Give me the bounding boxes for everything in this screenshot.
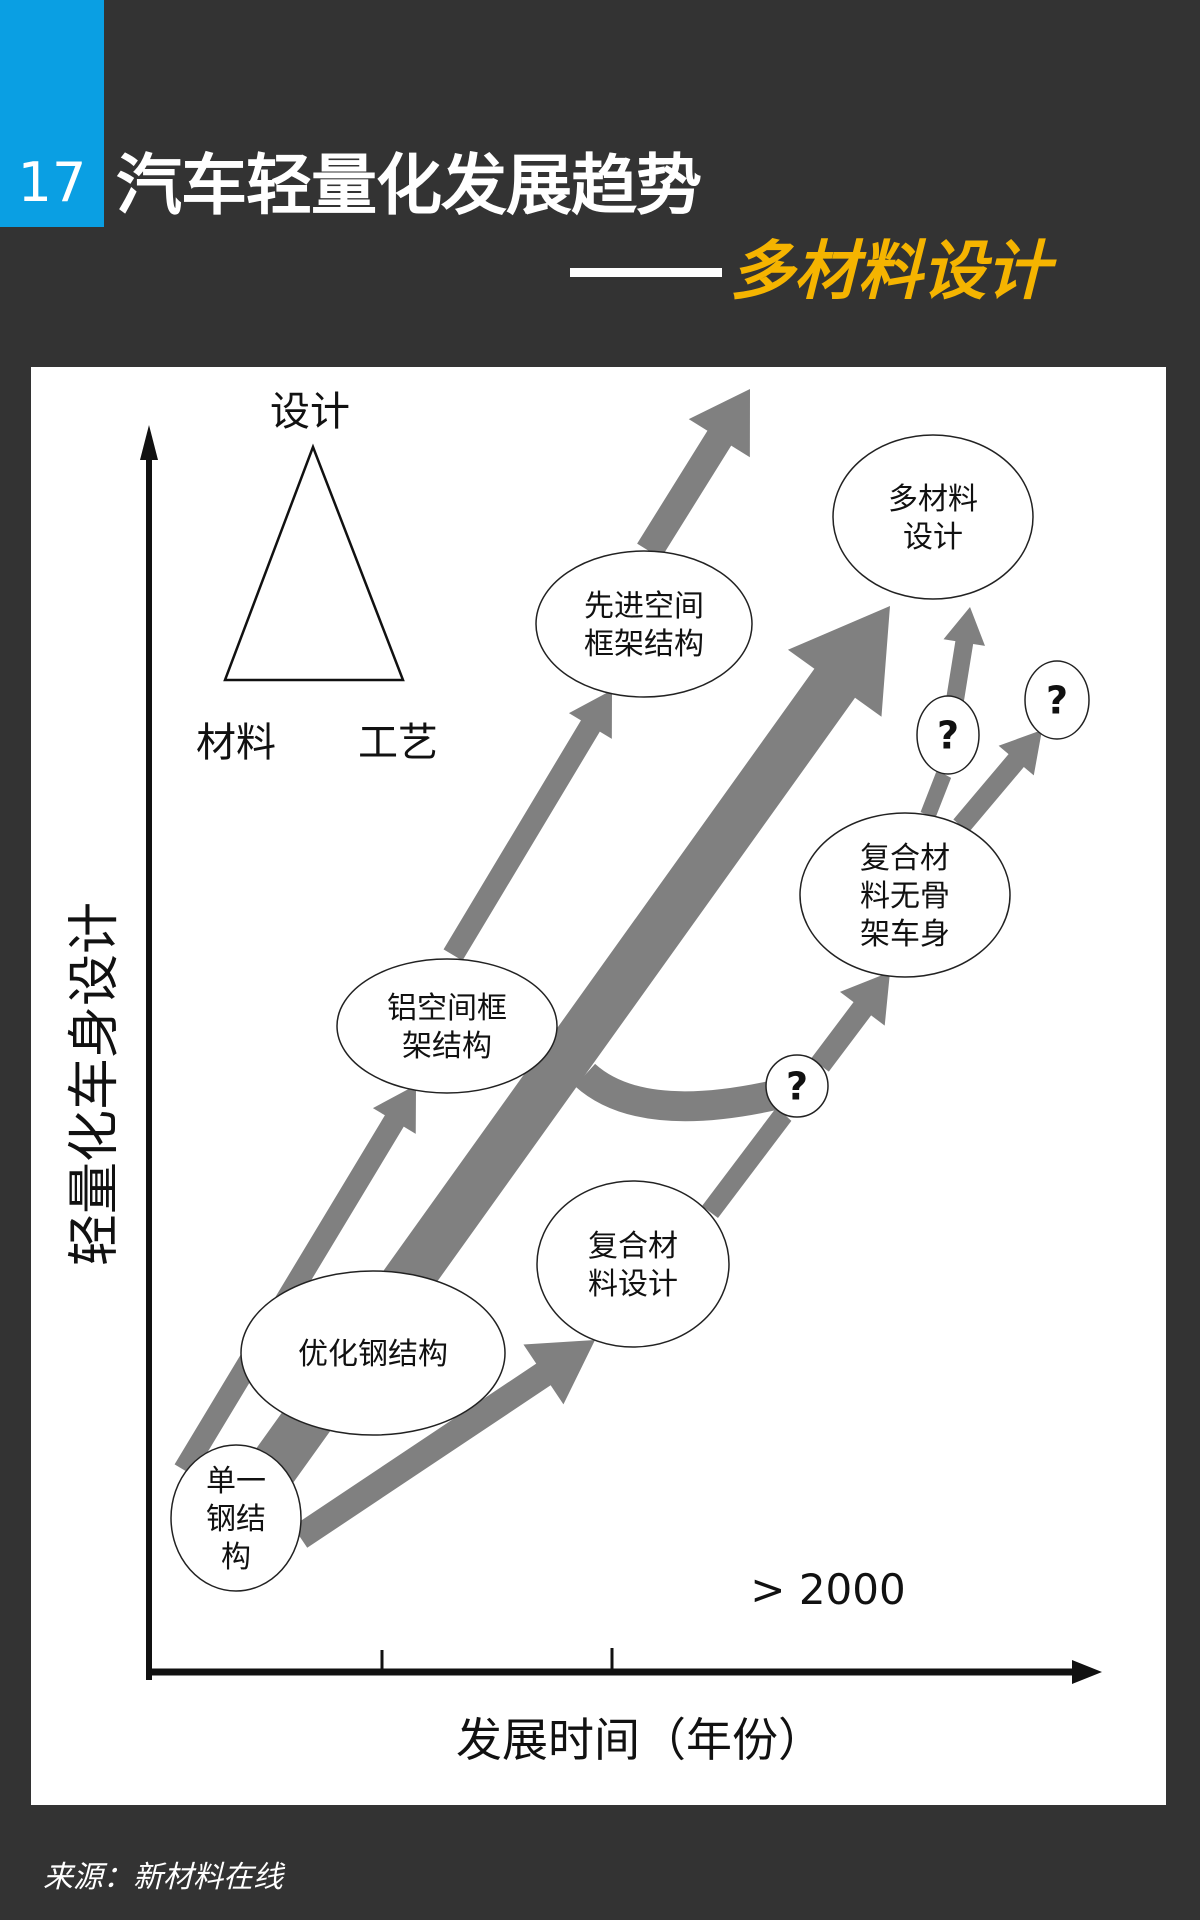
node-ellipse	[1024, 660, 1090, 740]
node-unknown-1: ?	[765, 1054, 829, 1118]
node-label: 铝空间框	[387, 991, 507, 1026]
triangle-label-process: 工艺	[358, 720, 438, 766]
x-axis-arrowhead	[1072, 1660, 1102, 1684]
source-note: 来源：新材料在线	[43, 1860, 283, 1895]
x-axis-label: 发展时间（年份）	[456, 1713, 824, 1767]
section-number-badge: 17	[0, 0, 104, 227]
node-label: 构	[221, 1540, 251, 1575]
node-unknown-3: ?	[1024, 660, 1090, 740]
year-annotation: > 2000	[750, 1565, 905, 1614]
section-number: 17	[17, 151, 87, 214]
node-label: ?	[1046, 679, 1068, 723]
triangle-label-material: 材料	[196, 720, 276, 766]
node-label: 复合材	[588, 1229, 678, 1264]
node-label: 多材料	[888, 482, 978, 517]
node-ellipse	[240, 1270, 506, 1436]
node-label: 框架结构	[584, 627, 704, 662]
arrow-aluminum-to-advanced	[443, 690, 612, 961]
node-label: 架结构	[402, 1029, 492, 1064]
node-ellipse	[535, 550, 753, 698]
node-ellipse	[832, 434, 1034, 600]
triangle-label-design: 设计	[270, 389, 350, 435]
branch-curve	[574, 1063, 779, 1122]
y-axis-label: 轻量化车身设计	[65, 902, 125, 1266]
arrow-advanced-up	[637, 389, 750, 559]
page-title: 汽车轻量化发展趋势	[116, 147, 702, 224]
node-optimized-steel: 优化钢结构	[240, 1270, 506, 1436]
arrow-frameless-to-unknown	[920, 772, 952, 818]
subtitle-text: 多材料设计	[730, 235, 1050, 309]
node-ellipse	[170, 1444, 302, 1592]
node-ellipse	[536, 1180, 730, 1348]
node-label: ?	[786, 1065, 808, 1109]
node-ellipse	[916, 695, 980, 775]
node-label: 钢结	[206, 1502, 266, 1537]
subtitle-dash	[570, 267, 722, 277]
nodes: 单一钢结构优化钢结构铝空间框架结构先进空间框架结构多材料设计复合材料设计复合材料…	[170, 434, 1090, 1592]
node-multi-material: 多材料设计	[832, 434, 1034, 600]
node-unknown-2: ?	[916, 695, 980, 775]
node-label: 设计	[903, 520, 963, 555]
node-label: 先进空间	[584, 589, 704, 624]
y-axis-arrowhead	[140, 425, 158, 460]
arrow-composite-to-unknown	[702, 1108, 792, 1219]
node-label: 料设计	[588, 1267, 678, 1302]
arrow-frameless-to-unknown-right	[953, 730, 1042, 833]
arrow-steel-to-aluminum	[174, 1085, 416, 1476]
page-subtitle: 多材料设计	[570, 232, 1050, 312]
arrow-unknown-to-frameless	[811, 972, 890, 1072]
node-label: 架车身	[860, 917, 950, 952]
arrow-unknown-to-multimaterial	[943, 607, 985, 702]
node-ellipse	[765, 1054, 829, 1118]
node-ellipse	[799, 812, 1011, 978]
arrow-steel-to-composite	[292, 1340, 595, 1548]
node-label: 单一	[206, 1464, 266, 1499]
node-label: 料无骨	[860, 879, 950, 914]
node-label: 优化钢结构	[298, 1337, 448, 1372]
node-label: 复合材	[860, 841, 950, 876]
design-triangle	[223, 443, 405, 682]
node-label: ?	[937, 714, 959, 758]
node-ellipse	[336, 958, 558, 1094]
